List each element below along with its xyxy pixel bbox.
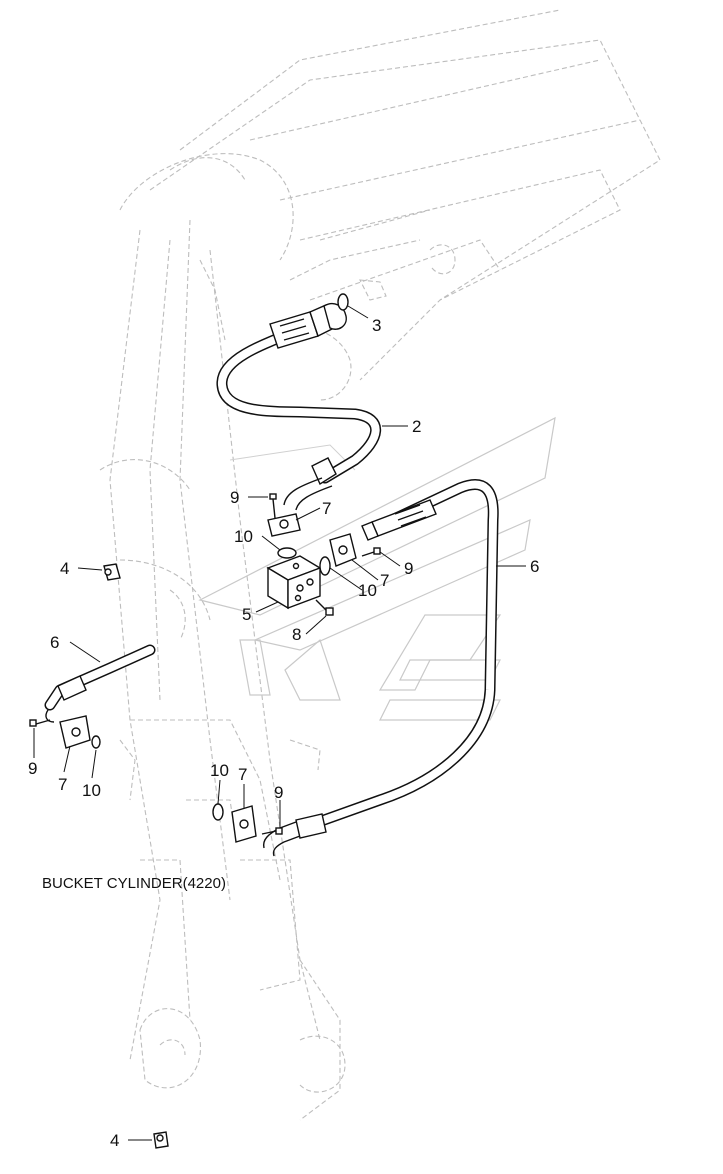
callout-9: 9 bbox=[274, 783, 283, 802]
callout-7: 7 bbox=[58, 775, 67, 794]
flange-7-mid bbox=[329, 533, 357, 567]
flange-7-left bbox=[59, 715, 91, 749]
o-ring-10-left bbox=[91, 735, 101, 749]
o-ring-10-bottom bbox=[212, 803, 224, 821]
bolt-8 bbox=[315, 599, 334, 616]
watermark-logo bbox=[198, 416, 556, 721]
callout-4: 4 bbox=[60, 559, 69, 578]
callout-9: 9 bbox=[230, 488, 239, 507]
o-ring-10-top bbox=[277, 547, 297, 559]
callouts: 3 2 9 7 10 4 9 6 7 10 5 8 6 9 7 10 10 7 … bbox=[28, 316, 539, 1150]
callout-10: 10 bbox=[210, 761, 229, 780]
manifold-block-5 bbox=[266, 555, 322, 610]
bolt-9-left bbox=[29, 719, 51, 727]
callout-7: 7 bbox=[322, 499, 331, 518]
bolt-9-top bbox=[269, 493, 277, 519]
callout-10: 10 bbox=[358, 581, 377, 600]
caption-bucket-cylinder: BUCKET CYLINDER(4220) bbox=[42, 875, 226, 892]
grease-fitting-4-bottom bbox=[153, 1131, 169, 1149]
flange-7-bottom bbox=[231, 805, 257, 843]
grease-fitting-4-top bbox=[103, 563, 121, 581]
callout-6: 6 bbox=[530, 557, 539, 576]
callout-7: 7 bbox=[380, 571, 389, 590]
bolt-9-bottom bbox=[261, 827, 283, 835]
callout-5: 5 bbox=[242, 605, 251, 624]
o-ring-3 bbox=[337, 293, 349, 311]
callout-6: 6 bbox=[50, 633, 59, 652]
bolt-9-mid bbox=[361, 547, 381, 557]
o-ring-10-mid bbox=[319, 556, 331, 576]
callout-9: 9 bbox=[28, 759, 37, 778]
hose-2 bbox=[216, 302, 382, 511]
hose-6-right bbox=[262, 479, 499, 857]
leader-lines bbox=[33, 305, 526, 1141]
flange-7-top bbox=[267, 513, 301, 537]
callout-8: 8 bbox=[292, 625, 301, 644]
callout-10: 10 bbox=[234, 527, 253, 546]
callout-3: 3 bbox=[372, 316, 381, 335]
callout-7: 7 bbox=[238, 765, 247, 784]
hose-6-left bbox=[44, 644, 156, 723]
boom-ghost-outline bbox=[99, 9, 661, 1121]
callout-9: 9 bbox=[404, 559, 413, 578]
callout-10: 10 bbox=[82, 781, 101, 800]
callout-4: 4 bbox=[110, 1131, 119, 1150]
callout-2: 2 bbox=[412, 417, 421, 436]
